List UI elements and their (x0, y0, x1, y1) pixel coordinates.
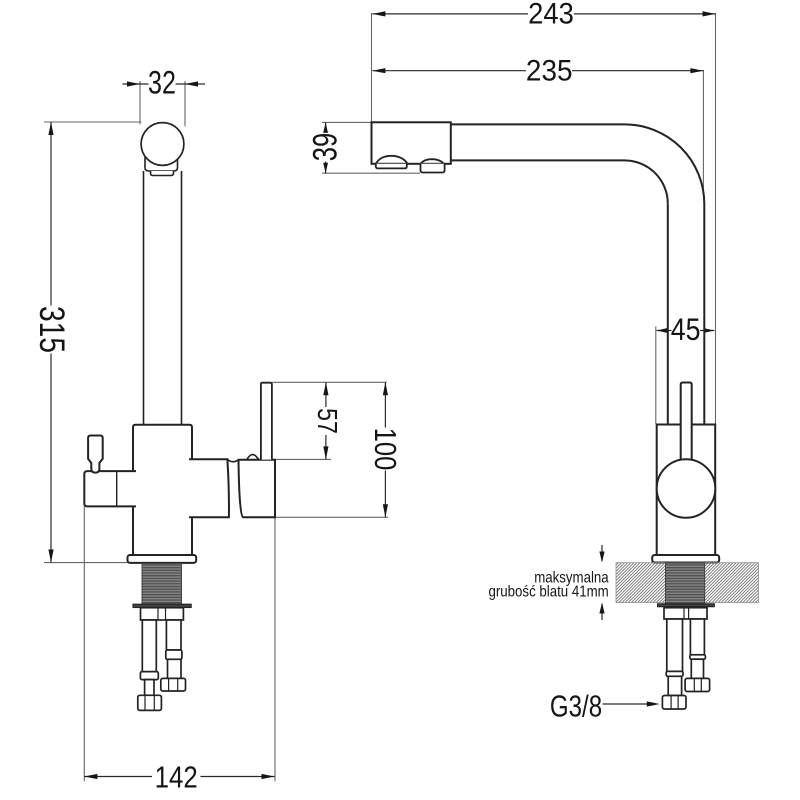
svg-text:100: 100 (368, 428, 401, 471)
svg-text:maksymalna: maksymalna (534, 569, 609, 586)
svg-text:315: 315 (32, 306, 72, 353)
svg-text:45: 45 (671, 312, 701, 348)
svg-text:142: 142 (155, 760, 198, 795)
svg-text:32: 32 (148, 66, 176, 102)
svg-text:39: 39 (307, 133, 344, 161)
svg-text:G3/8: G3/8 (550, 689, 602, 723)
svg-text:235: 235 (526, 55, 573, 88)
svg-text:243: 243 (528, 0, 574, 31)
svg-text:grubość blatu 41mm: grubość blatu 41mm (489, 583, 609, 600)
svg-text:57: 57 (311, 408, 341, 434)
